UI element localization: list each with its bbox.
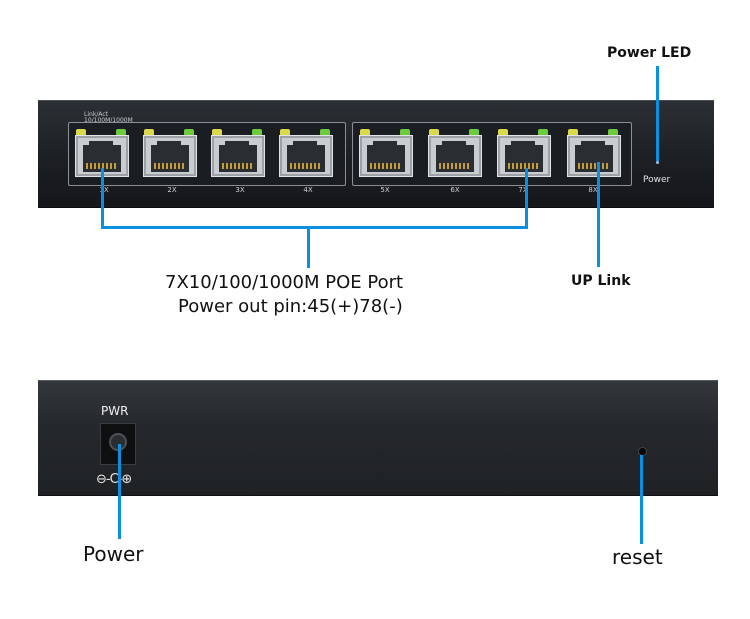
power-led-callout-line [656, 66, 659, 161]
link-led-icon [280, 129, 290, 136]
link-led-icon [144, 129, 154, 136]
rj45-jack-icon [359, 135, 413, 177]
speed-led-icon [469, 129, 479, 136]
link-led-icon [568, 129, 578, 136]
uplink-callout-line [597, 162, 600, 267]
link-led-icon [429, 129, 439, 136]
pwr-label: PWR [101, 404, 129, 418]
polarity-symbol-icon: ⊖-C-⊕ [96, 472, 132, 487]
ethernet-port-3[interactable] [206, 125, 268, 181]
speed-led-icon [400, 129, 410, 136]
power-callout: Power [83, 542, 144, 566]
speed-led-icon [320, 129, 330, 136]
speed-led-icon [538, 129, 548, 136]
port-label: 1X [99, 186, 109, 194]
port-label: 7X [518, 186, 528, 194]
power-callout-line [118, 444, 121, 539]
link-act-label: Link/Act 10/100M/1000M [84, 112, 133, 124]
rj45-jack-icon [279, 135, 333, 177]
power-led-icon [656, 161, 659, 164]
link-led-icon [76, 129, 86, 136]
rj45-jack-icon [428, 135, 482, 177]
link-led-icon [498, 129, 508, 136]
rj45-jack-icon [567, 135, 621, 177]
ethernet-port-8-uplink[interactable] [562, 125, 624, 181]
reset-callout: reset [612, 545, 663, 569]
rj45-jack-icon [497, 135, 551, 177]
ethernet-port-2[interactable] [138, 125, 200, 181]
port-label: 3X [235, 186, 245, 194]
speed-led-icon [116, 129, 126, 136]
ethernet-port-4[interactable] [274, 125, 336, 181]
link-act-title: Link/Act [84, 111, 108, 118]
port-label: 6X [450, 186, 460, 194]
poe-callout-line [307, 226, 310, 268]
switch-rear-panel [38, 380, 718, 496]
poe-bracket-bottom-line [101, 226, 528, 229]
ethernet-port-5[interactable] [354, 125, 416, 181]
speed-led-icon [184, 129, 194, 136]
port-label: 8X [588, 186, 598, 194]
power-led-label: Power [643, 175, 671, 185]
ethernet-port-6[interactable] [423, 125, 485, 181]
port-label: 5X [380, 186, 390, 194]
ethernet-port-7[interactable] [492, 125, 554, 181]
link-led-icon [212, 129, 222, 136]
power-led-callout: Power LED [607, 45, 692, 61]
link-led-icon [360, 129, 370, 136]
speed-led-icon [608, 129, 618, 136]
rj45-jack-icon [211, 135, 265, 177]
poe-bracket-right-line [525, 168, 528, 228]
poe-bracket-left-line [101, 168, 104, 228]
poe-pin-callout: Power out pin:45(+)78(-) [178, 296, 403, 317]
link-act-speeds: 10/100M/1000M [84, 117, 133, 124]
poe-port-callout: 7X10/100/1000M POE Port [165, 272, 404, 293]
speed-led-icon [252, 129, 262, 136]
reset-callout-line [640, 455, 643, 544]
uplink-callout: UP Link [571, 273, 631, 289]
rj45-jack-icon [143, 135, 197, 177]
port-label: 2X [167, 186, 177, 194]
port-label: 4X [303, 186, 313, 194]
